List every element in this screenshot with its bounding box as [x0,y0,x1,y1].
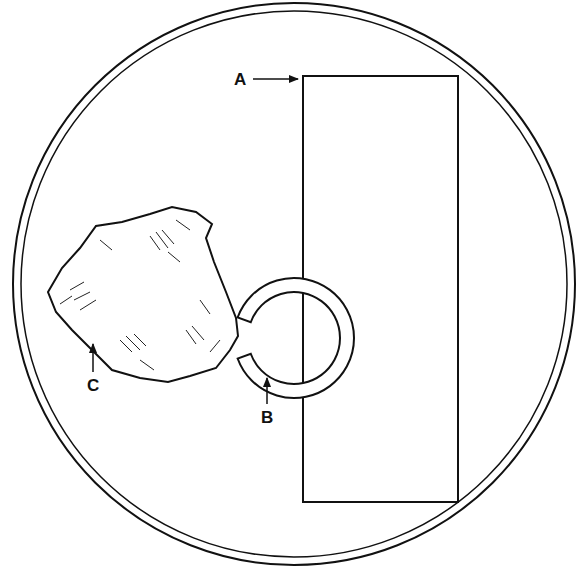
shading-stroke [176,220,190,230]
rock-fragment [48,207,238,382]
leader-arrow [92,344,94,372]
shading-stroke [134,334,146,346]
dish-outer-rim [13,3,575,565]
shading-stroke [74,292,90,300]
callout-letter: A [234,71,246,88]
shading-stroke [168,252,180,262]
dish-inner-rim [21,11,567,557]
shading-stroke [60,296,72,304]
shading-stroke [200,300,210,314]
shading-stroke [192,326,204,340]
leader-arrow [253,78,298,80]
shading-stroke [162,230,174,244]
shading-stroke [120,340,132,352]
leader-arrow [266,378,268,404]
shading-stroke [140,360,154,370]
callout-letter: C [87,377,99,394]
shading-stroke [210,340,220,352]
shading-stroke [186,330,196,344]
split-ring [238,278,354,398]
shading-stroke [100,240,112,250]
shading-stroke [70,282,84,290]
shading-stroke [80,300,96,310]
shading-stroke [150,236,160,250]
callout-letter: B [261,409,273,426]
rock-shading [60,220,220,370]
